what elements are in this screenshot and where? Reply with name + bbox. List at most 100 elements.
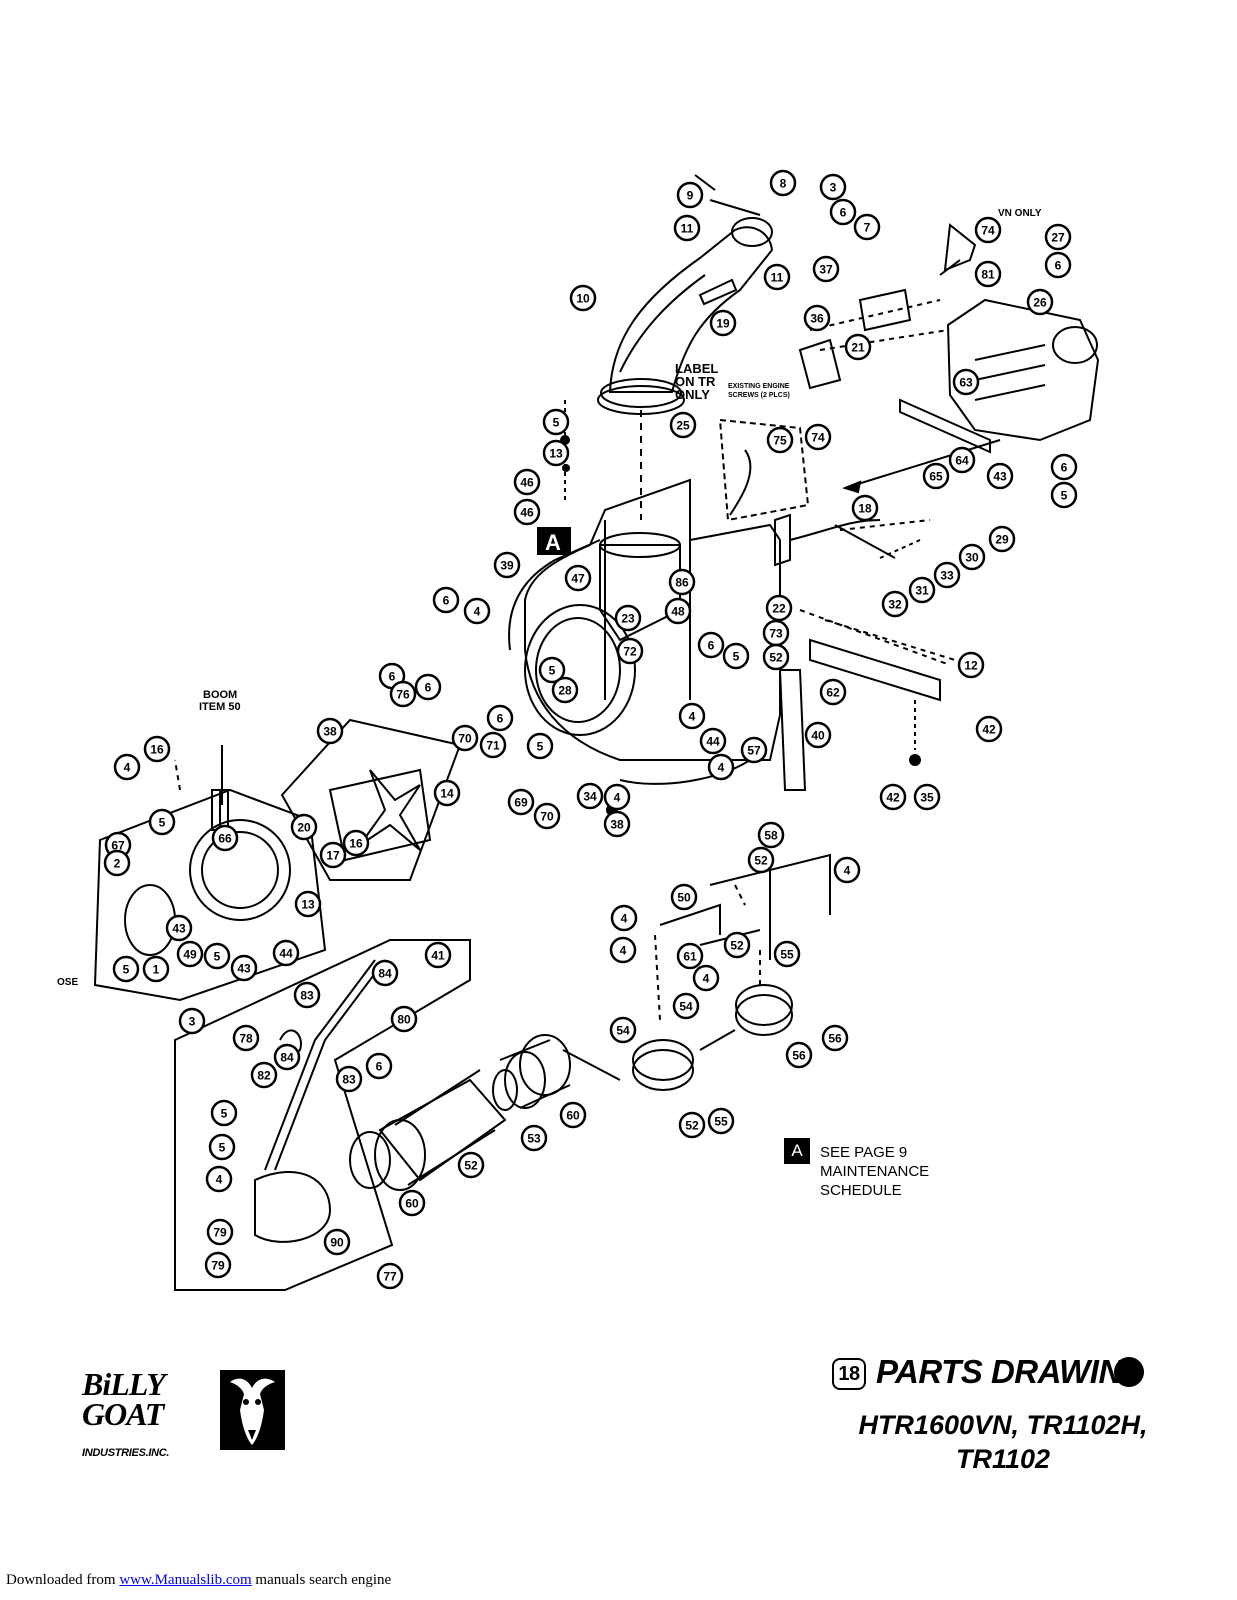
callout-circle: [526, 732, 554, 760]
callout-number: 32: [888, 598, 902, 612]
callout-79: 79: [204, 1251, 232, 1279]
section-a-letter: A: [545, 530, 561, 555]
callout-69: 69: [507, 788, 535, 816]
callout-circle: [463, 597, 491, 625]
logo-word-2: GOAT: [82, 1396, 164, 1432]
callout-43: 43: [986, 462, 1014, 490]
callout-number: 79: [211, 1259, 225, 1273]
callout-31: 31: [908, 576, 936, 604]
callout-circle: [520, 1124, 548, 1152]
callout-number: 43: [993, 470, 1007, 484]
callout-number: 16: [349, 837, 363, 851]
callout-number: 5: [733, 650, 740, 664]
callout-number: 37: [819, 263, 833, 277]
callout-number: 52: [769, 651, 783, 665]
engine: [946, 298, 1100, 442]
callout-circle: [143, 735, 171, 763]
callout-number: 50: [677, 891, 691, 905]
callout-number: 6: [497, 712, 504, 726]
callout-circle: [433, 779, 461, 807]
callout-number: 55: [714, 1115, 728, 1129]
callout-circle: [208, 1133, 236, 1161]
callout-46: 46: [513, 468, 541, 496]
callout-52: 52: [678, 1111, 706, 1139]
callout-79: 79: [206, 1218, 234, 1246]
callout-22: 22: [765, 594, 793, 622]
callout-77: 77: [376, 1262, 404, 1290]
callout-circle: [975, 715, 1003, 743]
callout-circle: [881, 590, 909, 618]
callout-6: 6: [697, 631, 725, 659]
callout-circle: [766, 426, 794, 454]
cut-label: OSE: [57, 977, 78, 988]
label-on-tr-1: LABEL: [675, 361, 718, 376]
callout-number: 58: [764, 829, 778, 843]
callout-65: 65: [922, 462, 950, 490]
callout-circle: [290, 813, 318, 841]
callout-29: 29: [988, 525, 1016, 553]
callout-84: 84: [273, 1043, 301, 1071]
callout-number: 48: [671, 605, 685, 619]
hose-kit-box: [174, 939, 471, 1291]
callout-number: 47: [571, 572, 585, 586]
note-badge: A: [784, 1138, 810, 1164]
callout-circle: [424, 941, 452, 969]
callout-circle: [486, 704, 514, 732]
callout-52: 52: [747, 846, 775, 874]
callout-circle: [958, 543, 986, 571]
callout-circle: [747, 846, 775, 874]
callout-6: 6: [486, 704, 514, 732]
callout-71: 71: [479, 731, 507, 759]
callout-6: 6: [829, 198, 857, 226]
footer-link[interactable]: www.Manualslib.com: [119, 1572, 252, 1588]
callout-circle: [294, 890, 322, 918]
callout-circle: [513, 498, 541, 526]
callout-circle: [272, 939, 300, 967]
callout-number: 66: [218, 832, 232, 846]
callout-circle: [908, 576, 936, 604]
callout-circle: [148, 808, 176, 836]
callout-circle: [933, 561, 961, 589]
boom-label-2: ITEM 50: [199, 701, 241, 713]
callout-number: 31: [915, 584, 929, 598]
callout-number: 5: [214, 950, 221, 964]
callout-number: 5: [549, 664, 556, 678]
callout-circle: [616, 637, 644, 665]
callout-53: 53: [520, 1124, 548, 1152]
callout-number: 4: [124, 761, 131, 775]
callout-circle: [610, 904, 638, 932]
callout-circle: [1050, 453, 1078, 481]
callout-circle: [542, 408, 570, 436]
goat-head-icon: [220, 1370, 285, 1450]
label-on-tr-2: ON TR: [675, 374, 716, 389]
callout-circle: [365, 1052, 393, 1080]
callout-number: 46: [520, 506, 534, 520]
callout-49: 49: [176, 940, 204, 968]
callout-33: 33: [933, 561, 961, 589]
callout-41: 41: [424, 941, 452, 969]
callout-73: 73: [762, 619, 790, 647]
callout-circle: [678, 1111, 706, 1139]
callout-circle: [986, 462, 1014, 490]
callout-20: 20: [290, 813, 318, 841]
callout-34: 34: [576, 782, 604, 810]
callout-number: 20: [297, 821, 311, 835]
callout-number: 70: [540, 810, 554, 824]
callout-circle: [664, 597, 692, 625]
callout-circle: [821, 1024, 849, 1052]
fan-group-box: [280, 718, 462, 881]
callout-3: 3: [819, 173, 847, 201]
callout-number: 5: [221, 1107, 228, 1121]
callout-number: 44: [706, 735, 720, 749]
callout-4: 4: [463, 597, 491, 625]
callout-64: 64: [948, 446, 976, 474]
callout-circle: [1050, 481, 1078, 509]
callout-circle: [1044, 223, 1072, 251]
callout-number: 12: [964, 659, 978, 673]
callout-number: 5: [553, 416, 560, 430]
callout-5: 5: [112, 955, 140, 983]
callout-60: 60: [398, 1189, 426, 1217]
callout-circle: [432, 586, 460, 614]
callout-54: 54: [672, 992, 700, 1020]
